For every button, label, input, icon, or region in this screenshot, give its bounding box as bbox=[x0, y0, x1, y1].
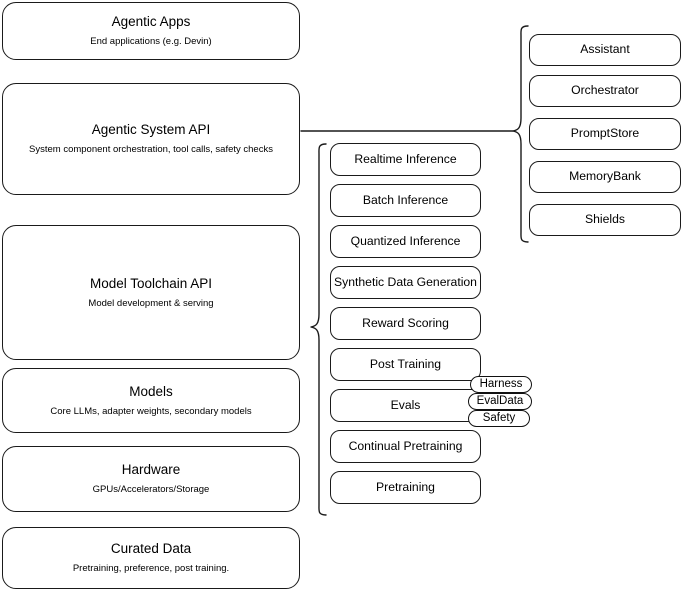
layer-subtitle: GPUs/Accelerators/Storage bbox=[92, 484, 210, 495]
toolchain-label: Synthetic Data Generation bbox=[334, 274, 477, 289]
layer-title: Curated Data bbox=[110, 541, 192, 557]
toolchain-box-realtime-inference[interactable]: Realtime Inference bbox=[330, 143, 481, 176]
brace-toolchain-components bbox=[310, 143, 327, 516]
layer-subtitle: End applications (e.g. Devin) bbox=[90, 36, 212, 47]
agentic-box-promptstore[interactable]: PromptStore bbox=[529, 118, 681, 150]
toolchain-label: Quantized Inference bbox=[350, 233, 461, 248]
toolchain-label: Batch Inference bbox=[362, 192, 449, 207]
toolchain-box-post-training[interactable]: Post Training bbox=[330, 348, 481, 381]
agentic-label: Shields bbox=[585, 212, 625, 227]
toolchain-label: Evals bbox=[390, 397, 421, 412]
layer-title: Agentic Apps bbox=[111, 14, 191, 30]
agentic-label: Orchestrator bbox=[571, 83, 639, 98]
eval-badge-label: Harness bbox=[479, 377, 523, 390]
layer-title: Hardware bbox=[121, 462, 181, 478]
layer-title: Models bbox=[129, 383, 173, 399]
layer-subtitle: Model development & serving bbox=[88, 297, 214, 309]
toolchain-box-continual-pretraining[interactable]: Continual Pretraining bbox=[330, 430, 481, 463]
eval-badge-label: EvalData bbox=[476, 394, 524, 407]
layer-box-agentic-system-api[interactable]: Agentic System API System component orch… bbox=[2, 83, 300, 195]
eval-badge-harness[interactable]: Harness bbox=[470, 376, 532, 393]
agentic-box-shields[interactable]: Shields bbox=[529, 204, 681, 236]
layer-box-hardware[interactable]: Hardware GPUs/Accelerators/Storage bbox=[2, 446, 300, 512]
layer-box-agentic-apps[interactable]: Agentic Apps End applications (e.g. Devi… bbox=[2, 2, 300, 60]
eval-badge-evaldata[interactable]: EvalData bbox=[468, 393, 532, 410]
layer-subtitle: Pretraining, preference, post training. bbox=[72, 563, 230, 574]
agentic-label: MemoryBank bbox=[569, 169, 641, 184]
toolchain-label: Pretraining bbox=[376, 479, 435, 494]
eval-badge-label: Safety bbox=[482, 411, 516, 424]
layer-box-curated-data[interactable]: Curated Data Pretraining, preference, po… bbox=[2, 527, 300, 589]
layer-title: Agentic System API bbox=[91, 122, 211, 138]
toolchain-box-quantized-inference[interactable]: Quantized Inference bbox=[330, 225, 481, 258]
toolchain-box-synthetic-data-generation[interactable]: Synthetic Data Generation bbox=[330, 266, 481, 299]
toolchain-box-reward-scoring[interactable]: Reward Scoring bbox=[330, 307, 481, 340]
agentic-label: PromptStore bbox=[570, 126, 640, 141]
toolchain-box-evals[interactable]: Evals bbox=[330, 389, 481, 422]
toolchain-box-pretraining[interactable]: Pretraining bbox=[330, 471, 481, 504]
layer-title: Model Toolchain API bbox=[89, 275, 213, 291]
layer-subtitle: System component orchestration, tool cal… bbox=[29, 144, 273, 155]
agentic-box-memorybank[interactable]: MemoryBank bbox=[529, 161, 681, 193]
toolchain-label: Realtime Inference bbox=[354, 151, 457, 166]
layer-box-models[interactable]: Models Core LLMs, adapter weights, secon… bbox=[2, 368, 300, 433]
brace-agentic-components bbox=[512, 25, 529, 243]
eval-badge-safety[interactable]: Safety bbox=[468, 410, 530, 427]
agentic-box-orchestrator[interactable]: Orchestrator bbox=[529, 75, 681, 107]
layer-subtitle: Core LLMs, adapter weights, secondary mo… bbox=[50, 405, 252, 417]
agentic-box-assistant[interactable]: Assistant bbox=[529, 34, 681, 66]
agentic-label: Assistant bbox=[580, 42, 630, 57]
toolchain-label: Reward Scoring bbox=[362, 315, 449, 330]
toolchain-label: Post Training bbox=[369, 356, 442, 371]
toolchain-box-batch-inference[interactable]: Batch Inference bbox=[330, 184, 481, 217]
layer-box-model-toolchain-api[interactable]: Model Toolchain API Model development & … bbox=[2, 225, 300, 360]
toolchain-label: Continual Pretraining bbox=[348, 438, 463, 453]
